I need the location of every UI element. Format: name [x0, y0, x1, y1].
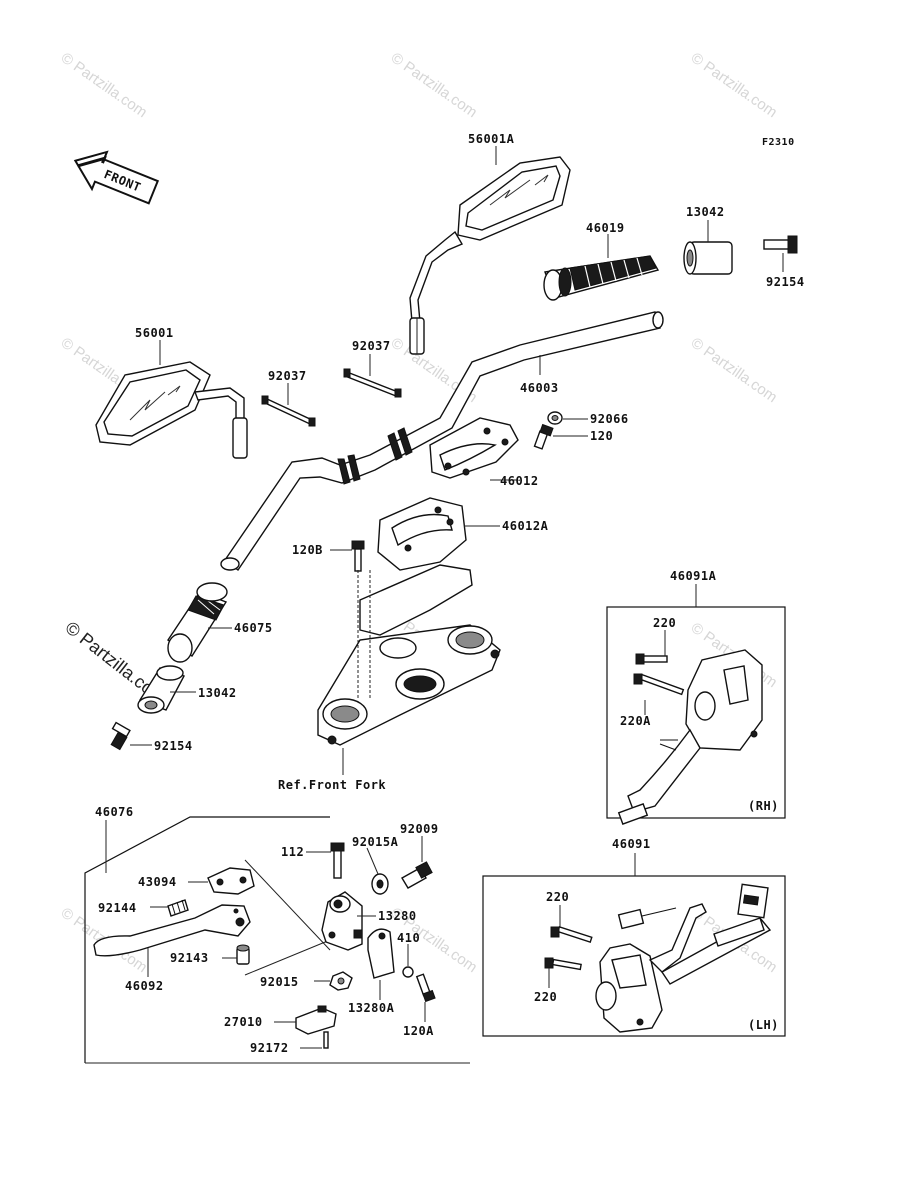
part-label-92015A: 92015A — [352, 835, 399, 849]
part-label-43094: 43094 — [138, 875, 177, 889]
part-label-92154-top: 92154 — [766, 275, 805, 289]
part-label-112: 112 — [281, 845, 304, 859]
mirror-right — [409, 156, 571, 355]
part-label-410: 410 — [397, 931, 420, 945]
bolt-clamp — [415, 973, 436, 1003]
bar-end-weight-left — [137, 665, 186, 714]
screw-lh-upper — [550, 925, 593, 943]
ref-front-fork-label: Ref.Front Fork — [278, 778, 386, 792]
collar — [236, 944, 250, 965]
part-label-92009: 92009 — [400, 822, 439, 836]
mirror-left — [95, 361, 248, 459]
part-label-56001A: 56001A — [468, 132, 515, 146]
figure-code: F2310 — [762, 137, 795, 148]
washer-lever — [371, 873, 389, 895]
grip-right — [543, 255, 660, 301]
part-label-13042-bottom: 13042 — [198, 686, 237, 700]
bolt-holder-lower — [351, 540, 365, 572]
part-label-46076: 46076 — [95, 805, 134, 819]
part-label-13042-top: 13042 — [686, 205, 725, 219]
lever-holder — [321, 891, 363, 951]
lh-tag: (LH) — [748, 1018, 779, 1032]
screw-rh — [635, 653, 668, 665]
part-label-92037-b: 92037 — [352, 339, 391, 353]
part-label-46012A: 46012A — [502, 519, 549, 533]
part-label-13280A: 13280A — [348, 1001, 395, 1015]
handlebar-holder-lower — [377, 497, 467, 571]
part-label-120B: 120B — [292, 543, 323, 557]
part-label-220-lh-a: 220 — [546, 890, 569, 904]
part-label-220-lh-b: 220 — [534, 990, 557, 1004]
part-label-46012: 46012 — [500, 474, 539, 488]
part-label-46091: 46091 — [612, 837, 651, 851]
bar-end-weight-right — [683, 241, 733, 275]
washer — [547, 411, 563, 425]
wire-clip-left — [261, 395, 316, 427]
part-label-92144: 92144 — [98, 901, 137, 915]
spring — [167, 899, 189, 917]
part-label-220A: 220A — [620, 714, 651, 728]
washer-small — [402, 966, 414, 978]
clutch-switch — [295, 1005, 337, 1049]
screw-rh-long — [633, 673, 685, 696]
rh-switch-housing — [617, 649, 763, 825]
watermark: © Partzilla.com — [388, 49, 481, 121]
part-label-120A: 120A — [403, 1024, 434, 1038]
lh-switch-housing — [595, 883, 772, 1033]
handlebar — [220, 311, 664, 572]
part-label-92015: 92015 — [260, 975, 299, 989]
grip-left — [167, 582, 228, 663]
part-label-120: 120 — [590, 429, 613, 443]
front-arrow-icon: FRONT — [73, 150, 160, 205]
handlebar-holder-upper — [429, 417, 519, 479]
part-label-46092: 46092 — [125, 979, 164, 993]
part-label-46003: 46003 — [520, 381, 559, 395]
part-label-92143: 92143 — [170, 951, 209, 965]
bolt-bar-end-right — [763, 235, 798, 254]
clutch-lever — [93, 904, 251, 957]
adjuster-bolt — [401, 861, 433, 889]
part-label-56001: 56001 — [135, 326, 174, 340]
part-label-46091A: 46091A — [670, 569, 717, 583]
watermark: © Partzilla.com — [58, 49, 151, 121]
part-label-46075: 46075 — [234, 621, 273, 635]
watermark: © Partzilla.com — [688, 334, 781, 406]
watermark: © Partzilla.com — [688, 49, 781, 121]
screw-lh-lower — [544, 957, 582, 971]
bolt-pivot — [330, 842, 345, 879]
part-label-92066: 92066 — [590, 412, 629, 426]
wire-clip-right — [343, 368, 402, 398]
nut — [329, 971, 353, 991]
part-label-92037-a: 92037 — [268, 369, 307, 383]
part-label-92172: 92172 — [250, 1041, 289, 1055]
bolt-holder — [533, 423, 554, 450]
bolt-bar-end-left — [110, 721, 131, 751]
part-label-27010: 27010 — [224, 1015, 263, 1029]
clamp — [367, 928, 395, 979]
steering-stem-bracket — [317, 564, 501, 746]
adjuster — [207, 867, 255, 895]
lh-switch-box — [482, 875, 786, 1037]
part-label-92154-bottom: 92154 — [154, 739, 193, 753]
rh-tag: (RH) — [748, 799, 779, 813]
lever-assembly-bracket — [84, 816, 330, 1063]
part-label-46019: 46019 — [586, 221, 625, 235]
part-label-13280: 13280 — [378, 909, 417, 923]
part-label-220-rh: 220 — [653, 616, 676, 630]
